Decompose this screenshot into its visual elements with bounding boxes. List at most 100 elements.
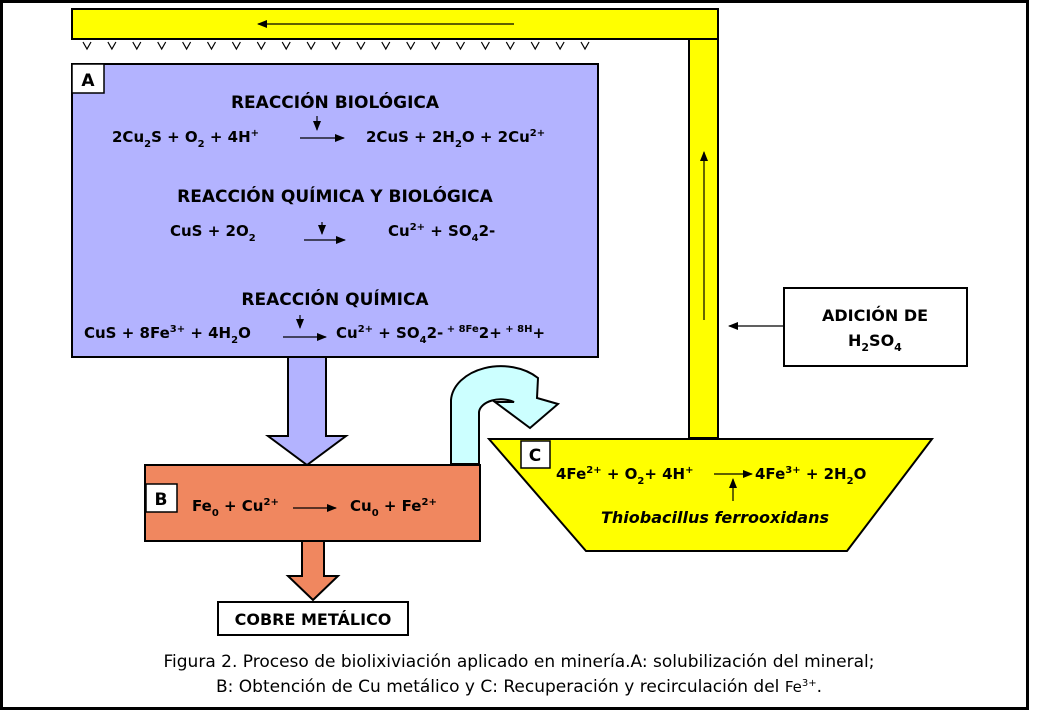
caption-ion-charge: 3+ <box>802 678 817 689</box>
reactor-a <box>71 63 599 358</box>
formula-part: 4Fe <box>755 465 785 483</box>
formula-part: CuS + 2O <box>170 222 249 240</box>
label-a: A <box>81 71 95 91</box>
formula-part: 2+ <box>358 324 373 335</box>
sprinkler-nozzle <box>206 41 217 51</box>
flow-arrow-a-to-b <box>264 356 350 467</box>
flow-arrow-b-to-product <box>285 540 341 602</box>
formula-part: Cu <box>350 497 372 515</box>
sprinkler-nozzle <box>256 41 266 51</box>
cell-reaction-rhs: Cu0 + Fe2+ <box>350 497 437 519</box>
formula-part: + <box>251 128 259 139</box>
chem-reaction-lhs: CuS + 8Fe3+ + 4H2O <box>84 324 251 346</box>
label-b: B <box>155 490 168 510</box>
formula-part: 2Cu <box>112 128 144 146</box>
formula-part: + 8Fe <box>443 324 479 335</box>
sprinkler-nozzle <box>480 41 490 51</box>
chem-bio-reaction-rhs: Cu2+ + SO42- <box>388 222 495 244</box>
product-label: COBRE METÁLICO <box>235 610 392 629</box>
caption-line1: Figura 2. Proceso de biolixiviación apli… <box>164 652 875 672</box>
formula-part: + 4H <box>644 465 685 483</box>
sprinkler-nozzle <box>505 41 515 51</box>
formula-part: H <box>848 331 861 350</box>
bio-reaction-title: REACCIÓN BIOLÓGICA <box>231 91 440 113</box>
formula-part: S + O <box>151 128 198 146</box>
label-b-box <box>145 483 178 513</box>
formula-part: 2+ <box>530 128 545 139</box>
sprinkler-nozzle <box>182 41 192 51</box>
chem-bio-reaction-lhs: CuS + 2O2 <box>170 222 256 244</box>
formula-part: + <box>532 324 545 342</box>
caption-line2-text: B: Obtención de Cu metálico y C: Recuper… <box>216 677 785 697</box>
formula-part: O + 2Cu <box>462 128 530 146</box>
formula-part: 2 <box>455 139 462 150</box>
formula-part: 2 <box>637 476 644 487</box>
formula-part: 2+ <box>586 465 601 476</box>
sprinkler-nozzle <box>331 41 341 51</box>
formula-part: 2+ <box>421 497 436 508</box>
formula-part: 4 <box>420 335 427 346</box>
basin-c <box>486 438 935 552</box>
acid-label-line2: H2SO4 <box>848 331 902 354</box>
formula-part: 4 <box>472 233 479 244</box>
caption-line2: B: Obtención de Cu metálico y C: Recuper… <box>216 677 822 697</box>
chem-reaction-rhs: Cu2+ + SO42- + 8Fe2+ + 8H+ <box>336 324 545 346</box>
sprinkler-nozzle <box>455 41 466 51</box>
bio-reaction-lhs: 2Cu2S + O2 + 4H+ <box>112 128 259 150</box>
formula-part: O <box>854 465 867 483</box>
sprinkler-nozzle <box>555 41 565 51</box>
formula-part: 2 <box>198 139 205 150</box>
sprinkler-nozzle <box>231 41 241 51</box>
acid-box <box>783 287 968 367</box>
formula-part: 3+ <box>170 324 185 335</box>
formula-part: 2 <box>861 341 869 354</box>
formula-part: CuS + 8Fe <box>84 324 170 342</box>
bio-reaction-rhs: 2CuS + 2H2O + 2Cu2+ <box>366 128 545 150</box>
formula-part: + Cu <box>219 497 264 515</box>
product-box <box>217 601 409 636</box>
sprinkler-nozzle <box>107 41 117 51</box>
chem-reaction-title: REACCIÓN QUÍMICA <box>241 288 429 310</box>
formula-part: + 8H <box>502 324 533 335</box>
label-c-box <box>520 440 551 469</box>
formula-part: 0 <box>372 508 379 519</box>
chem-bio-reaction-title: REACCIÓN QUÍMICA Y BIOLÓGICA <box>177 185 494 207</box>
formula-part: 2 <box>231 335 238 346</box>
sprinkler-nozzle <box>356 41 366 51</box>
formula-part: 2- <box>427 324 444 342</box>
caption-end: . <box>817 677 822 697</box>
sprinkler-nozzle <box>431 41 441 51</box>
formula-part: + O <box>602 465 638 483</box>
formula-part: 3+ <box>785 465 800 476</box>
sprinkler-nozzle <box>82 41 92 51</box>
sprinkler-nozzle <box>281 41 291 51</box>
sprinkler-nozzles <box>82 41 590 51</box>
formula-part: 2 <box>847 476 854 487</box>
formula-part: 4 <box>894 341 902 354</box>
formula-part: + <box>685 465 693 476</box>
caption-ion: Fe <box>785 678 802 696</box>
elbow-pipe <box>450 365 561 465</box>
organism-label: Thiobacillus ferrooxidans <box>601 508 829 527</box>
formula-part: + SO <box>425 222 472 240</box>
sprinkler-nozzle <box>306 41 316 51</box>
sprinkler-nozzle <box>381 41 391 51</box>
formula-part: 2+ <box>410 222 425 233</box>
sprinkler-nozzle <box>132 41 142 51</box>
basin-reaction-rhs: 4Fe3+ + 2H2O <box>755 465 866 487</box>
acid-label-line1: ADICIÓN DE <box>822 306 928 325</box>
cell-reaction-lhs: Fe0 + Cu2+ <box>192 497 279 519</box>
formula-part: + 4H <box>205 128 251 146</box>
formula-part: + SO <box>373 324 420 342</box>
basin-reaction-lhs: 4Fe2+ + O2+ 4H+ <box>556 465 694 487</box>
formula-part: + 2H <box>801 465 847 483</box>
formula-part: Cu <box>388 222 410 240</box>
formula-part: SO <box>869 331 894 350</box>
formula-part: 2+ <box>263 497 278 508</box>
formula-part: 2 <box>144 139 151 150</box>
formula-part: 2+ <box>479 324 502 342</box>
formula-part: 0 <box>212 508 219 519</box>
formula-part: + 4H <box>185 324 231 342</box>
formula-part: 4Fe <box>556 465 586 483</box>
